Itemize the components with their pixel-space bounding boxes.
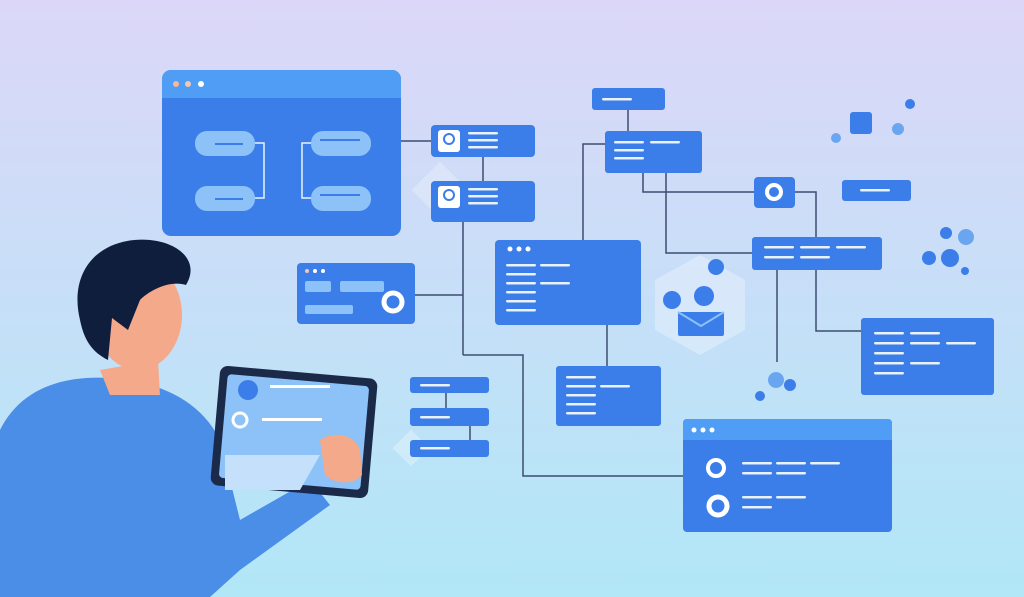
document-panel bbox=[495, 240, 641, 325]
small-node bbox=[592, 88, 665, 110]
user-avatar-icon bbox=[438, 186, 460, 208]
person-figure bbox=[0, 239, 378, 597]
small-node bbox=[842, 180, 911, 201]
list-bar bbox=[752, 237, 882, 270]
decorative-shapes bbox=[755, 99, 974, 401]
text-card bbox=[605, 131, 702, 173]
text-card bbox=[556, 366, 661, 426]
puzzle-icon bbox=[706, 494, 730, 518]
circle-icon bbox=[765, 183, 783, 201]
profile-card bbox=[431, 125, 535, 157]
loading-ring-icon bbox=[381, 290, 405, 314]
flow-step bbox=[410, 408, 489, 426]
widget-panel bbox=[297, 263, 415, 324]
loading-ring-icon bbox=[706, 458, 726, 478]
hand bbox=[320, 434, 362, 483]
shirt bbox=[0, 377, 330, 597]
flow-node bbox=[311, 186, 371, 211]
text-panel bbox=[861, 318, 994, 395]
flow-node bbox=[311, 131, 371, 156]
circle-node bbox=[754, 177, 795, 208]
main-window-panel bbox=[162, 70, 401, 236]
connector-lines bbox=[401, 110, 861, 477]
hexagon-mail-decoration bbox=[655, 255, 745, 355]
flow-step bbox=[410, 377, 489, 393]
user-avatar-icon bbox=[438, 130, 460, 152]
detail-window-panel bbox=[683, 419, 892, 532]
flow-step bbox=[410, 440, 489, 457]
hair bbox=[77, 239, 191, 360]
